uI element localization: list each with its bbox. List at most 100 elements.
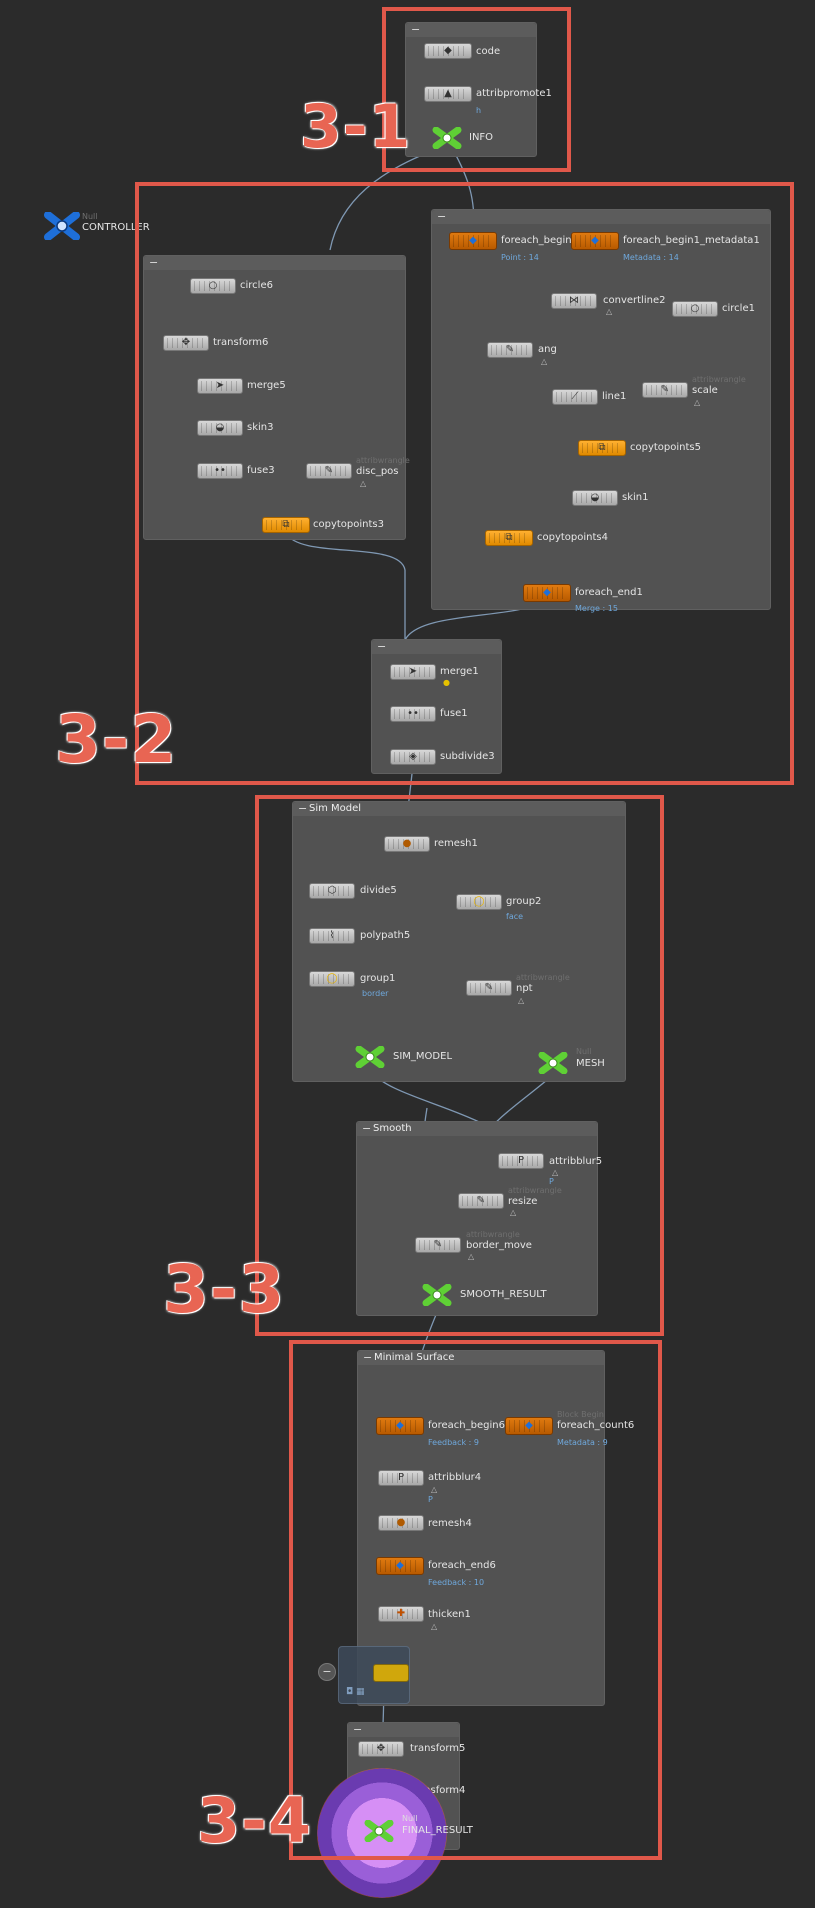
blur-icon: P xyxy=(517,1155,525,1166)
foreach-icon: ◆ xyxy=(396,1420,404,1431)
node-disc-pos[interactable]: ✎ xyxy=(306,463,352,479)
node-foreach-begin1-metadata1[interactable]: ◆ xyxy=(571,232,619,250)
node-type: attribwrangle xyxy=(516,973,570,982)
node-type: Null xyxy=(576,1047,592,1056)
node-code[interactable]: ◆ xyxy=(424,43,472,59)
node-border-move[interactable]: ✎ xyxy=(415,1237,461,1253)
node-label: MESH xyxy=(576,1058,605,1069)
node-foreach-count6[interactable]: ◆ xyxy=(505,1417,553,1435)
node-npt[interactable]: ✎ xyxy=(466,980,512,996)
node-convertline2[interactable]: ⋈ xyxy=(551,293,597,309)
node-attribblur5[interactable]: P xyxy=(498,1153,544,1169)
node-sim-model[interactable] xyxy=(355,1046,385,1068)
node-label: divide5 xyxy=(360,885,397,896)
node-label: group1 xyxy=(360,973,396,984)
node-label: copytopoints3 xyxy=(313,519,384,530)
convertline-icon: ⋈ xyxy=(569,295,579,306)
node-foreach-end1[interactable]: ◆ xyxy=(523,584,571,602)
collapse-icon[interactable]: − xyxy=(411,23,421,36)
node-transform5[interactable]: ✥ xyxy=(358,1741,404,1757)
node-foreach-begin6[interactable]: ◆ xyxy=(376,1417,424,1435)
divide-icon: ⬡ xyxy=(327,885,337,896)
bypass-icon[interactable]: − xyxy=(318,1663,336,1681)
foreach-icon: ◆ xyxy=(396,1560,404,1571)
node-object-merge[interactable]: ◘ ▦ xyxy=(338,1646,410,1704)
node-copytopoints4[interactable]: ⧉ xyxy=(485,530,533,546)
node-fuse3[interactable]: •• xyxy=(197,463,243,479)
node-merge1[interactable]: ➤ xyxy=(390,664,436,680)
node-remesh1[interactable]: ● xyxy=(384,836,430,852)
network-box-left[interactable]: − xyxy=(143,255,406,540)
node-sublabel: Point : 14 xyxy=(501,253,539,262)
transform-icon: ✥ xyxy=(181,337,191,348)
node-label: group2 xyxy=(506,896,542,907)
node-label: disc_pos xyxy=(356,466,399,477)
node-label: border_move xyxy=(466,1240,532,1251)
node-copytopoints5[interactable]: ⧉ xyxy=(578,440,626,456)
node-transform6[interactable]: ✥ xyxy=(163,335,209,351)
wrangle-icon: ✎ xyxy=(484,982,494,993)
node-subdivide3[interactable]: ◈ xyxy=(390,749,436,765)
node-info[interactable] xyxy=(432,127,462,149)
collapse-icon[interactable]: − xyxy=(353,1723,363,1736)
node-foreach-end6[interactable]: ◆ xyxy=(376,1557,424,1575)
node-foreach-begin1[interactable]: ◆ xyxy=(449,232,497,250)
node-mesh[interactable] xyxy=(538,1052,568,1074)
wrangle-icon: ✎ xyxy=(476,1195,486,1206)
node-type: attribwrangle xyxy=(508,1186,562,1195)
line-icon: ⟋ xyxy=(571,391,579,402)
collapse-icon[interactable]: − xyxy=(437,210,447,223)
node-type: attribwrangle xyxy=(356,456,410,465)
node-circle6[interactable]: ○ xyxy=(190,278,236,294)
node-final-result[interactable] xyxy=(364,1820,394,1842)
flag-icon: △ xyxy=(468,1252,475,1261)
warning-icon: ● xyxy=(443,678,450,687)
collapse-icon[interactable]: − xyxy=(362,1122,372,1135)
collapse-icon[interactable]: − xyxy=(149,256,159,269)
node-sublabel: Metadata : 9 xyxy=(557,1438,608,1447)
flag-icon: △ xyxy=(552,1168,559,1177)
node-attribpromote1[interactable]: ▲ xyxy=(424,86,472,102)
node-type: attribwrangle xyxy=(692,375,746,384)
collapse-icon[interactable]: − xyxy=(363,1351,373,1364)
foreach-icon: ◆ xyxy=(469,235,477,246)
node-merge5[interactable]: ➤ xyxy=(197,378,243,394)
node-controller[interactable] xyxy=(44,212,80,240)
flag-icon: △ xyxy=(518,996,525,1005)
node-group2[interactable]: ◯ xyxy=(456,894,502,910)
node-divide5[interactable]: ⬡ xyxy=(309,883,355,899)
annotation-label-3-3: 3-3 xyxy=(163,1251,286,1328)
node-remesh4[interactable]: ● xyxy=(378,1515,424,1531)
collapse-icon[interactable]: − xyxy=(377,640,387,653)
node-skin3[interactable]: ◒ xyxy=(197,420,243,436)
node-copytopoints3[interactable]: ⧉ xyxy=(262,517,310,533)
node-attribblur4[interactable]: P xyxy=(378,1470,424,1486)
node-thicken1[interactable]: ✚ xyxy=(378,1606,424,1622)
flag-icon: △ xyxy=(694,398,701,407)
annotation-label-3-4: 3-4 xyxy=(197,1784,313,1857)
node-sublabel: Feedback : 9 xyxy=(428,1438,479,1447)
copy-icon: ⧉ xyxy=(505,532,513,543)
node-skin1[interactable]: ◒ xyxy=(572,490,618,506)
flag-icon: △ xyxy=(431,1622,438,1631)
flag-icon: △ xyxy=(541,357,548,366)
node-fuse1[interactable]: •• xyxy=(390,706,436,722)
node-line1[interactable]: ⟋ xyxy=(552,389,598,405)
network-box-smooth[interactable]: −Smooth xyxy=(356,1121,598,1316)
node-label: polypath5 xyxy=(360,930,411,941)
node-resize[interactable]: ✎ xyxy=(458,1193,504,1209)
node-label: skin1 xyxy=(622,492,649,503)
node-polypath5[interactable]: ⌇ xyxy=(309,928,355,944)
node-circle1[interactable]: ○ xyxy=(672,301,718,317)
netbox-title: Sim Model xyxy=(309,803,362,814)
node-smooth-result[interactable] xyxy=(422,1284,452,1306)
polypath-icon: ⌇ xyxy=(329,930,335,941)
node-scale[interactable]: ✎ xyxy=(642,382,688,398)
wrangle-icon: ✎ xyxy=(324,465,334,476)
node-label: fuse3 xyxy=(247,465,275,476)
annotation-frame-3-3 xyxy=(255,795,664,1336)
node-group1[interactable]: ◯ xyxy=(309,971,355,987)
node-ang[interactable]: ✎ xyxy=(487,342,533,358)
foreach-icon: ◆ xyxy=(543,587,551,598)
collapse-icon[interactable]: − xyxy=(298,802,308,815)
